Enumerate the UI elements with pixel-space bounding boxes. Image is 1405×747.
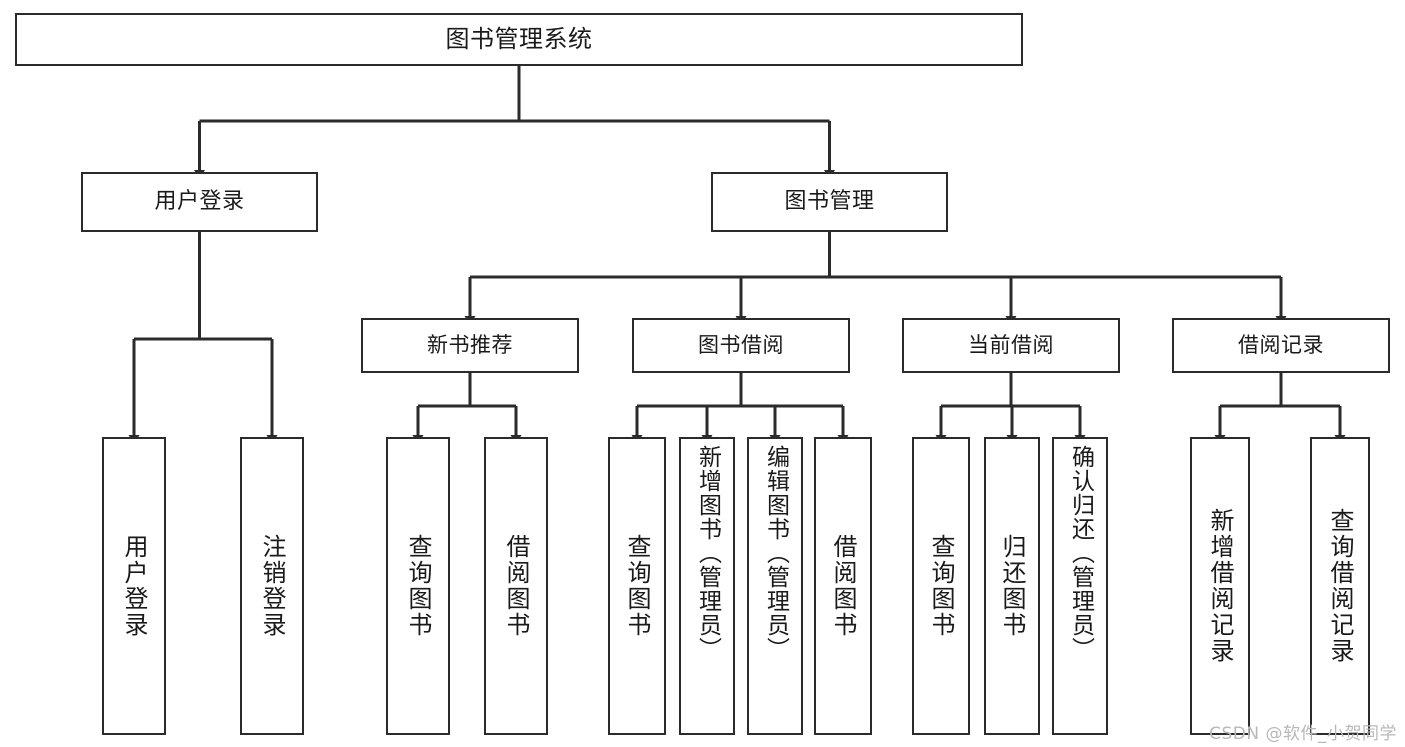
node-borrow-record-label: 借阅记录 bbox=[1238, 333, 1324, 358]
node-root-label: 图书管理系统 bbox=[445, 24, 593, 53]
node-root[interactable]: 图书管理系统 bbox=[15, 13, 1023, 66]
node-leaf-query-book-3[interactable]: 查询图书 bbox=[912, 437, 970, 735]
node-user-login-label: 用户登录 bbox=[154, 189, 245, 215]
node-leaf-query-book-1[interactable]: 查询图书 bbox=[386, 437, 450, 735]
node-leaf-query-book-3-label: 查询图书 bbox=[927, 534, 955, 638]
node-leaf-user-login-label: 用户登录 bbox=[120, 534, 148, 638]
node-leaf-user-login[interactable]: 用户登录 bbox=[102, 437, 166, 735]
node-leaf-logout[interactable]: 注销登录 bbox=[240, 437, 304, 735]
node-leaf-edit-book-label: 编辑图书（管理员） bbox=[762, 445, 789, 661]
node-leaf-add-book-label: 新增图书（管理员） bbox=[694, 445, 721, 661]
node-leaf-add-record-label: 新增借阅记录 bbox=[1206, 508, 1234, 664]
node-book-borrow-label: 图书借阅 bbox=[698, 333, 784, 358]
node-leaf-confirm-return-label: 确认归还（管理员） bbox=[1067, 445, 1094, 661]
node-leaf-return-book[interactable]: 归还图书 bbox=[984, 437, 1040, 735]
node-book-manage[interactable]: 图书管理 bbox=[711, 172, 948, 232]
node-leaf-query-book-2-label: 查询图书 bbox=[623, 534, 651, 638]
node-leaf-query-record[interactable]: 查询借阅记录 bbox=[1310, 437, 1370, 735]
node-leaf-add-record[interactable]: 新增借阅记录 bbox=[1190, 437, 1250, 735]
node-current-borrow[interactable]: 当前借阅 bbox=[902, 318, 1120, 373]
node-book-manage-label: 图书管理 bbox=[784, 189, 875, 215]
node-leaf-borrow-book-2-label: 借阅图书 bbox=[829, 534, 857, 638]
node-leaf-query-book-2[interactable]: 查询图书 bbox=[608, 437, 666, 735]
node-user-login[interactable]: 用户登录 bbox=[81, 172, 318, 232]
node-leaf-query-record-label: 查询借阅记录 bbox=[1326, 508, 1354, 664]
node-leaf-query-book-1-label: 查询图书 bbox=[404, 534, 432, 638]
node-leaf-add-book[interactable]: 新增图书（管理员） bbox=[679, 437, 735, 735]
node-leaf-borrow-book-1-label: 借阅图书 bbox=[502, 534, 530, 638]
node-leaf-edit-book[interactable]: 编辑图书（管理员） bbox=[747, 437, 803, 735]
node-borrow-record[interactable]: 借阅记录 bbox=[1172, 318, 1390, 373]
watermark-text: CSDN @软件_小贺同学 bbox=[1209, 724, 1397, 744]
node-leaf-return-book-label: 归还图书 bbox=[998, 534, 1026, 638]
node-leaf-logout-label: 注销登录 bbox=[258, 534, 286, 638]
node-new-book-rec[interactable]: 新书推荐 bbox=[361, 318, 579, 373]
node-leaf-confirm-return[interactable]: 确认归还（管理员） bbox=[1052, 437, 1108, 735]
node-new-book-rec-label: 新书推荐 bbox=[427, 333, 513, 358]
node-current-borrow-label: 当前借阅 bbox=[968, 333, 1054, 358]
node-leaf-borrow-book-2[interactable]: 借阅图书 bbox=[814, 437, 872, 735]
node-leaf-borrow-book-1[interactable]: 借阅图书 bbox=[484, 437, 548, 735]
node-book-borrow[interactable]: 图书借阅 bbox=[632, 318, 850, 373]
